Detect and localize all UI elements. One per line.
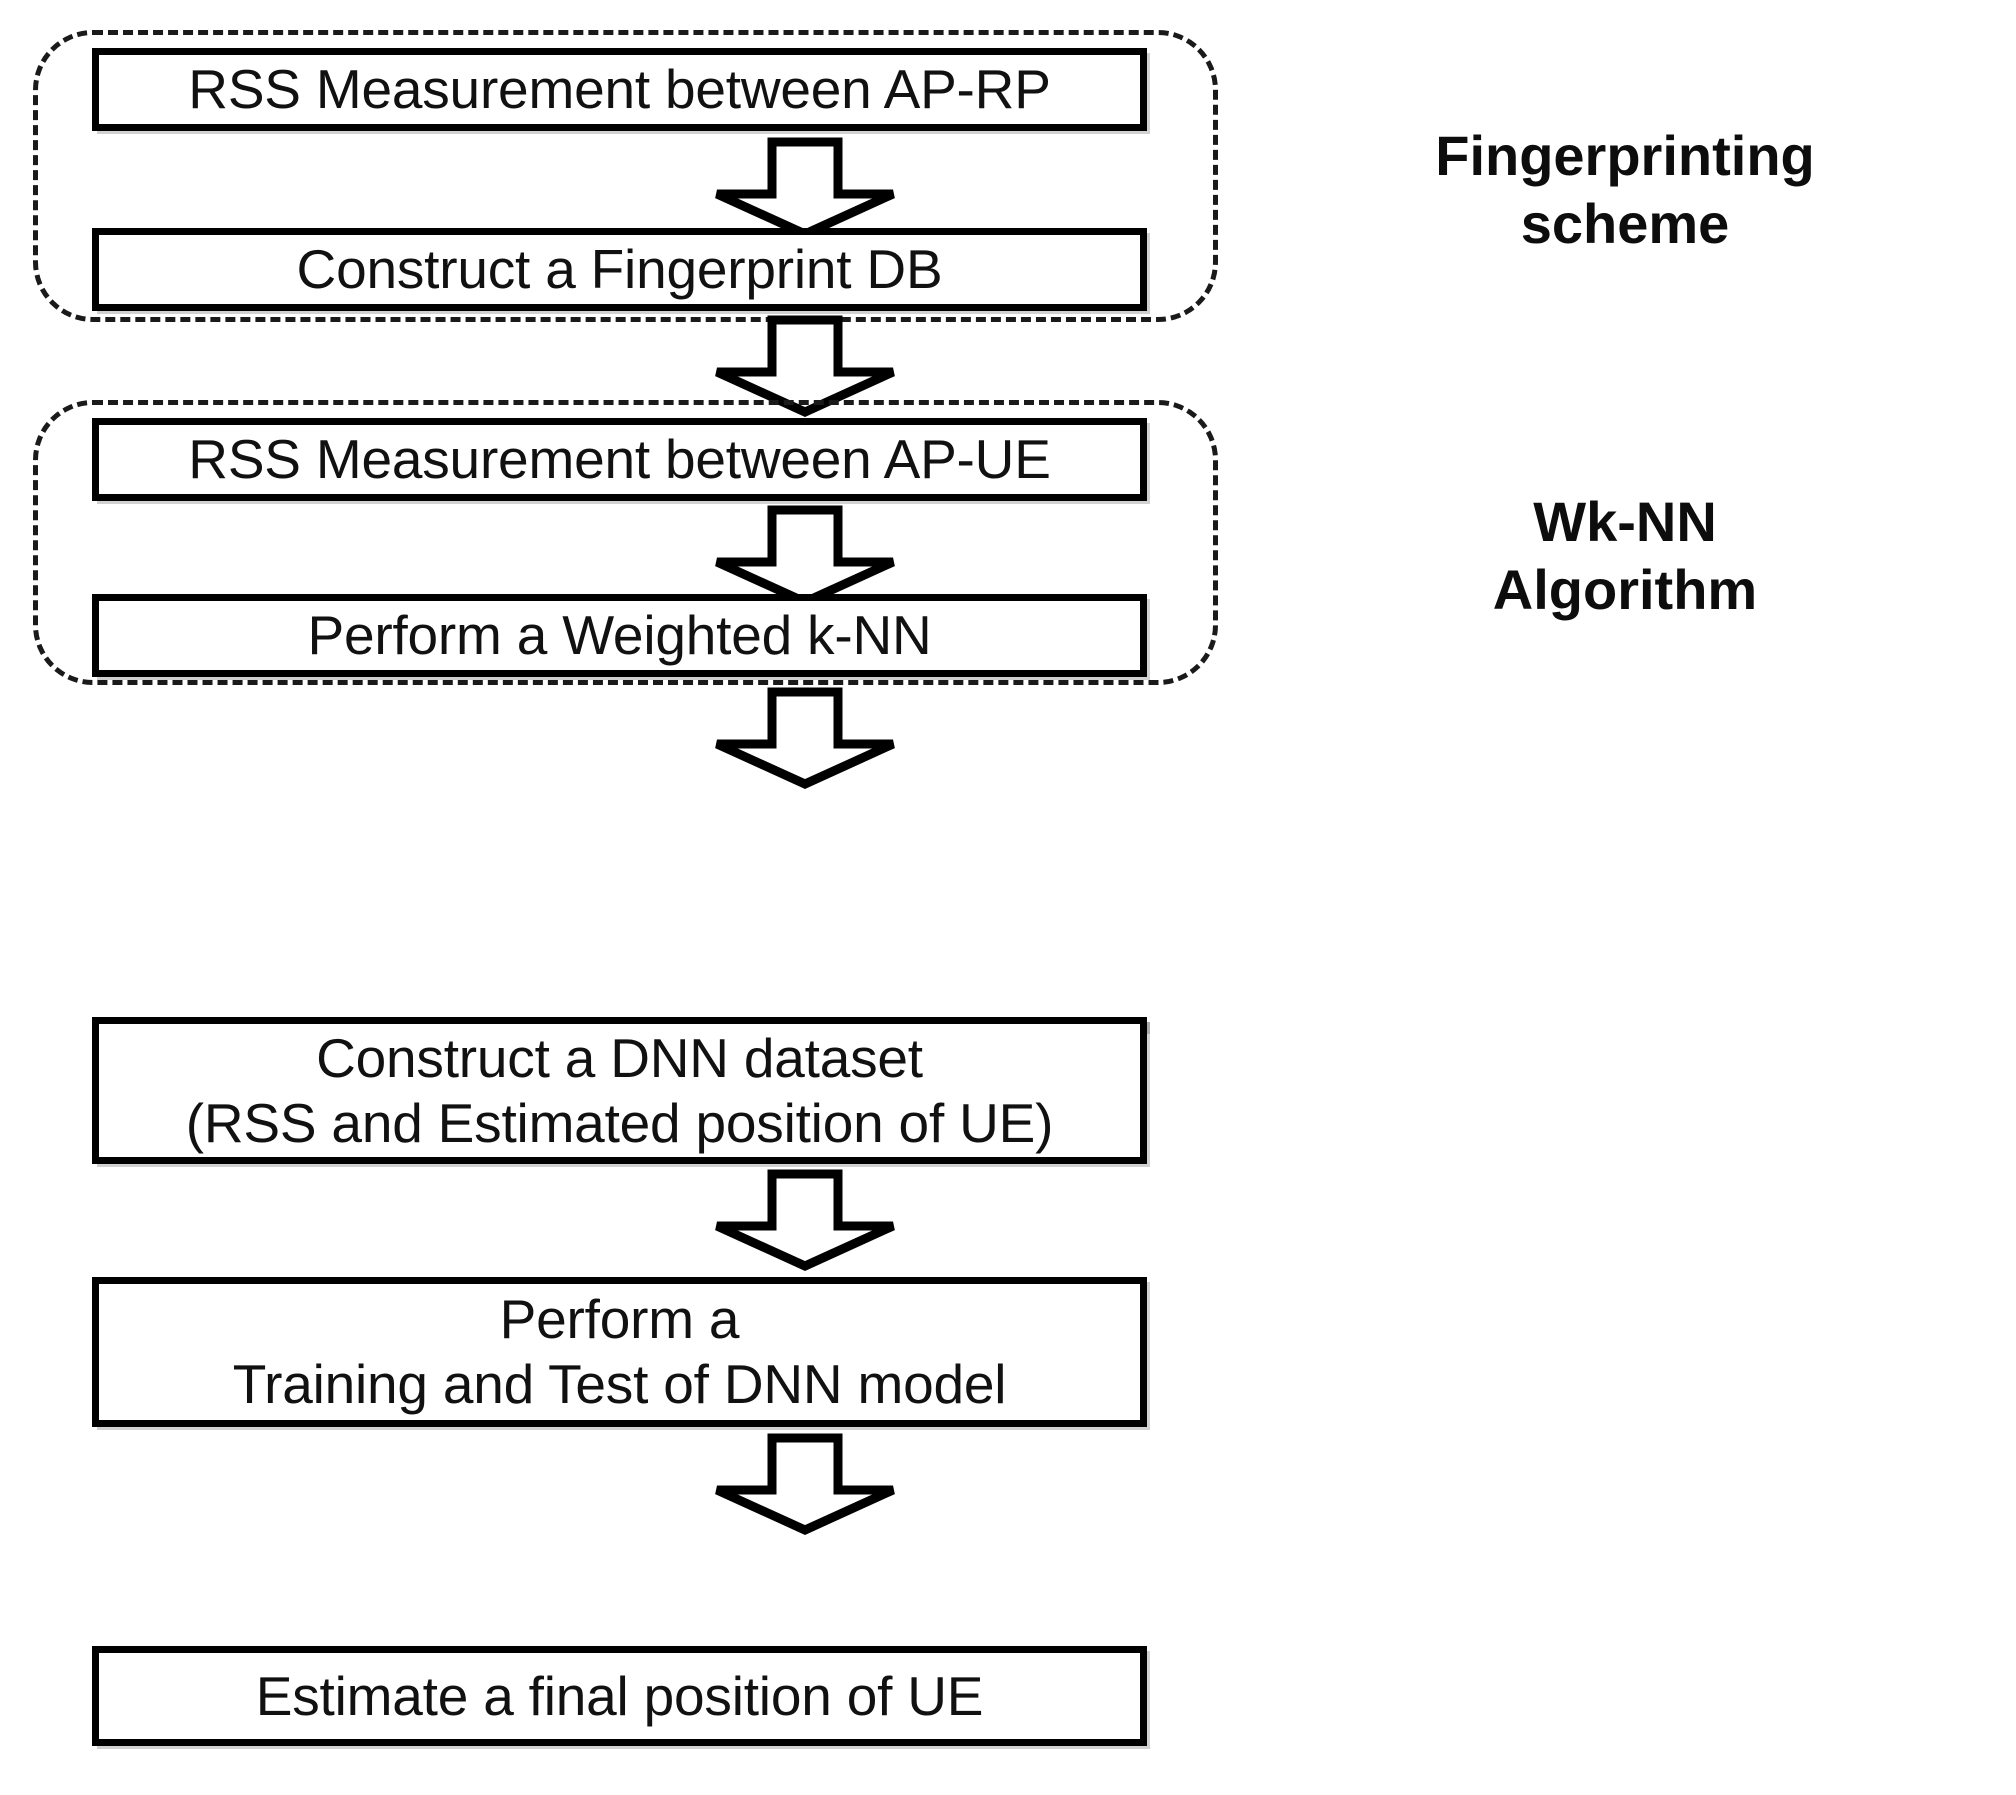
node-estimate-final-position-label: Estimate a final position of UE xyxy=(255,1664,984,1727)
group-fingerprinting-scheme xyxy=(33,30,1218,322)
node-train-test-dnn-model[interactable]: Perform a Training and Test of DNN model xyxy=(92,1277,1147,1427)
node-construct-fingerprint-db[interactable]: Construct a Fingerprint DB xyxy=(92,228,1147,311)
node-construct-dnn-dataset-box[interactable]: Construct a DNN dataset (RSS and Estimat… xyxy=(92,1017,1147,1164)
node-rss-measurement-ap-rp[interactable]: RSS Measurement between AP-RP xyxy=(92,48,1147,131)
node-rss-measurement-ap-ue[interactable]: RSS Measurement between AP-UE xyxy=(92,418,1147,501)
node-perform-weighted-knn-label: Perform a Weighted k-NN xyxy=(307,604,932,667)
node-train-test-dnn-model-label: Perform a Training and Test of DNN model xyxy=(232,1288,1007,1415)
node-perform-weighted-knn[interactable]: Perform a Weighted k-NN xyxy=(92,594,1147,677)
node-rss-measurement-ap-ue-label: RSS Measurement between AP-UE xyxy=(188,428,1051,491)
node-estimate-final-position[interactable]: Estimate a final position of UE xyxy=(92,1646,1147,1746)
node-construct-fingerprint-db-label: Construct a Fingerprint DB xyxy=(296,238,943,301)
group-wknn-algorithm xyxy=(33,400,1218,685)
group-label-wknn-algorithm: Wk-NN Algorithm xyxy=(1492,490,1758,622)
node-rss-measurement-ap-rp-label: RSS Measurement between AP-RP xyxy=(188,58,1051,121)
node-construct-dnn-dataset-label: Construct a DNN dataset (RSS and Estimat… xyxy=(185,1026,1054,1154)
group-label-fingerprinting-scheme: Fingerprinting scheme xyxy=(1435,124,1815,256)
